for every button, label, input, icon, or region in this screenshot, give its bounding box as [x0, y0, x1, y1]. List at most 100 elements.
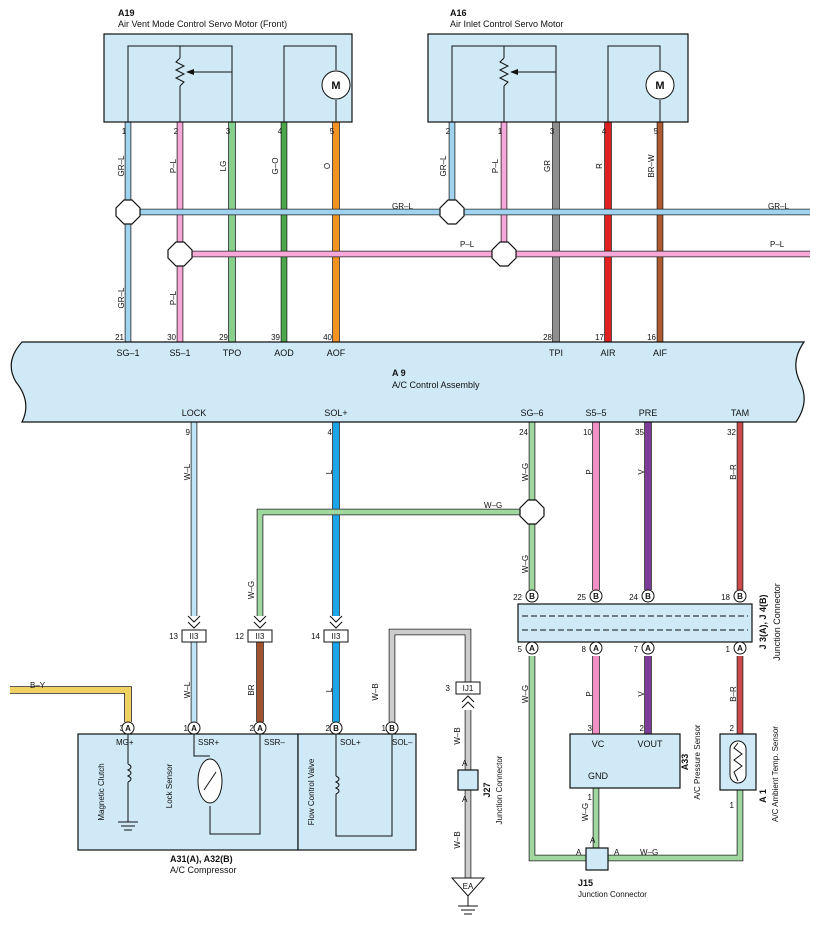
bus-label-gr-l: GR–L: [392, 202, 413, 211]
a9-top-pin: 17: [595, 333, 604, 342]
j15-junction-connector: A A A W–G J15 Junction Connector: [576, 836, 658, 899]
a19-servo-motor: A19 Air Vent Mode Control Servo Motor (F…: [103, 8, 353, 176]
wire-label: B–Y: [30, 681, 46, 690]
pin-badge-icon: [589, 589, 603, 603]
a9-wire-label: P–L: [169, 290, 178, 305]
a9-bottom-terminal: SOL+: [324, 408, 347, 418]
j3-j4-junction-connector: J 3(A), J 4(B) Junction Connector 22 25 …: [513, 583, 782, 661]
pin-badge-icon: [589, 641, 603, 655]
a9-name: A/C Control Assembly: [392, 380, 480, 390]
wire-label: W–L: [183, 681, 192, 698]
wire-label: W–G: [521, 685, 530, 703]
wire-label: B–R: [729, 464, 738, 480]
splices: [115, 199, 545, 525]
j15-desc: Junction Connector: [578, 890, 647, 899]
a16-pin: 2: [446, 127, 451, 136]
a33-terminal: GND: [588, 771, 609, 781]
a9-bottom-pin: 35: [635, 428, 644, 437]
pin-badge-letter: B: [593, 592, 599, 601]
wire-a1-gnd-outline: [608, 790, 744, 862]
wires: [10, 122, 810, 878]
j27-code: J27: [482, 782, 492, 797]
comp-valve: Flow Control Valve: [307, 758, 316, 825]
a19-wire-label: G–O: [271, 158, 280, 175]
a19-pin: 3: [226, 127, 231, 136]
a19-wire-label: P–L: [169, 158, 178, 173]
a9-bottom-terminal: TAM: [731, 408, 749, 418]
a1-ambient-sensor: 2 1 A 1 A/C Ambient Temp. Sensor: [719, 724, 780, 822]
wire-label: BR: [247, 684, 256, 695]
ii3-label: II3: [256, 632, 265, 641]
jc-pin: 25: [577, 593, 586, 602]
a9-top-terminal: TPI: [549, 348, 563, 358]
a1-pin: 2: [730, 724, 735, 733]
a16-pin: 5: [654, 127, 659, 136]
a1-pin: 1: [730, 801, 735, 810]
a9-top-terminal: S5–1: [169, 348, 190, 358]
a19-wire-label: O: [323, 163, 332, 169]
a16-name: Air Inlet Control Servo Motor: [450, 19, 564, 29]
pin-badge-icon: [733, 589, 747, 603]
a16-wire-label: GR: [543, 160, 552, 172]
ground-point-icon: [450, 877, 486, 897]
ii3-pin: 13: [169, 632, 178, 641]
pin-badge-icon: [329, 721, 343, 735]
j27-desc: Junction Connector: [495, 755, 504, 824]
motor-icon: [645, 70, 675, 100]
a9-top-terminal: TPO: [223, 348, 242, 358]
wire-label: W–L: [183, 463, 192, 480]
pin-badge-letter: A: [529, 644, 535, 653]
a9-bottom-pin: 24: [519, 428, 528, 437]
a33-terminal: VOUT: [637, 739, 663, 749]
pin-badge-letter: A: [593, 644, 599, 653]
wire-label: P: [585, 469, 594, 474]
a9-bottom-terminal: LOCK: [182, 408, 207, 418]
a9-top-pin: 39: [271, 333, 280, 342]
splice-icon: [167, 241, 193, 267]
a16-wire-label: P–L: [491, 158, 500, 173]
bus-label-gr-l-end: GR–L: [768, 202, 789, 211]
splice-icon: [439, 199, 465, 225]
wire-sg6-branch-outline: [256, 508, 520, 616]
comp-terminal: SSR+: [198, 738, 219, 747]
pin-badge-letter: A: [191, 724, 197, 733]
a9-bottom-terminal: S5–5: [585, 408, 606, 418]
jc-pin: 24: [629, 593, 638, 602]
jc-pin: 18: [721, 593, 730, 602]
wire-label: W–G: [581, 803, 590, 821]
wire-label: W–G: [521, 463, 530, 481]
ii3-label: II3: [332, 632, 341, 641]
wire-label: W–B: [453, 727, 462, 744]
a19-wire-label: LG: [219, 161, 228, 172]
a16-wire-label: GR–L: [439, 155, 448, 176]
jc-pin: 1: [726, 645, 731, 654]
a16-pin: 1: [498, 127, 503, 136]
wiper-arrow-icon: [186, 69, 194, 75]
a33-pin: 3: [588, 724, 593, 733]
comp-clutch: Magnetic Clutch: [97, 763, 106, 820]
j15-pin: A: [590, 836, 596, 845]
comp-pin: 2: [250, 724, 255, 733]
j27-a: A: [462, 759, 468, 768]
a19-pin: 5: [330, 127, 335, 136]
bus-label-p-l-end: P–L: [770, 240, 785, 249]
pin-badge-icon: [121, 721, 135, 735]
a9-top-pin: 16: [647, 333, 656, 342]
a9-top-pin: 28: [543, 333, 552, 342]
wire-sol-minus: [389, 629, 471, 722]
wire-label: W–B: [371, 683, 380, 700]
comp-lock-sensor: Lock Sensor: [165, 763, 174, 808]
wire-label: L: [325, 687, 334, 692]
a9-top-terminal: AOD: [274, 348, 294, 358]
ac-compressor: MG+ SSR+ SSR– SOL+ SOL– Magnetic Clutch …: [77, 733, 417, 875]
ii3-pin: 14: [311, 632, 320, 641]
a9-top-terminal: SG–1: [116, 348, 139, 358]
splice-icon: [519, 499, 545, 525]
pin-badge-letter: B: [333, 724, 339, 733]
a1-name: A/C Ambient Temp. Sensor: [771, 726, 780, 822]
wire-label: V: [637, 691, 646, 697]
a1-code: A 1: [758, 789, 768, 803]
a33-name: A/C Pressure Sensor: [693, 724, 702, 799]
